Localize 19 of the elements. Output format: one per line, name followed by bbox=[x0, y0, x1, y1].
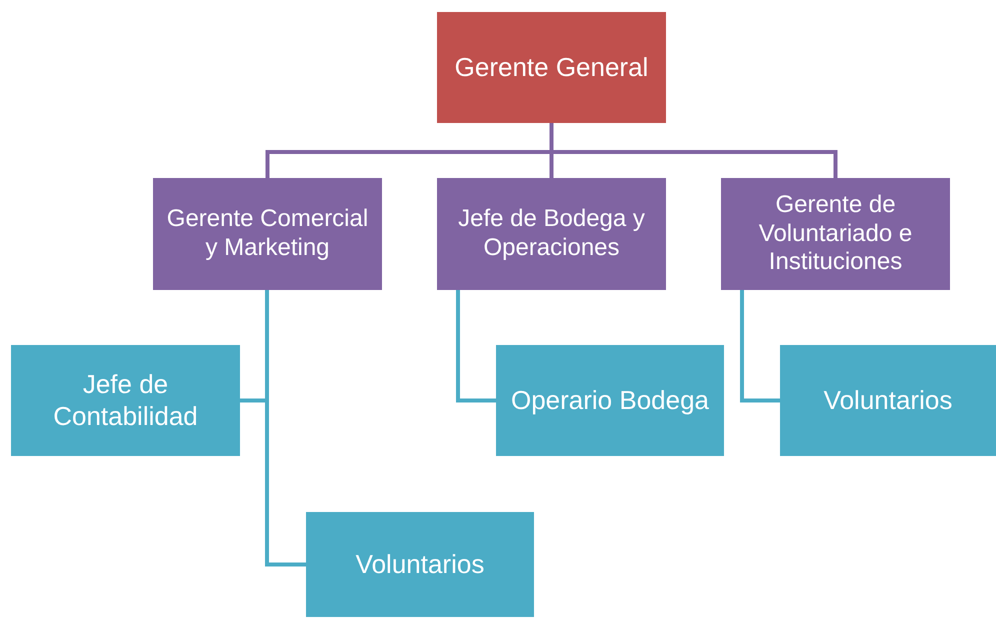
org-chart-box bbox=[780, 345, 996, 456]
connector-line bbox=[456, 290, 496, 402]
position-title: Jefe de Bodega y Operaciones bbox=[457, 205, 646, 263]
org-chart-box bbox=[437, 12, 666, 123]
org-chart-box bbox=[721, 178, 950, 290]
position-title: Operario Bodega bbox=[510, 384, 710, 416]
position-title: Voluntarios bbox=[824, 384, 952, 416]
org-chart-box bbox=[306, 512, 534, 617]
connector-line bbox=[550, 123, 838, 178]
position-title: Jefe de Contabilidad bbox=[52, 369, 199, 432]
org-chart-box bbox=[437, 178, 666, 290]
connector-line bbox=[740, 290, 780, 402]
org-chart-box bbox=[11, 345, 240, 456]
position-title: Gerente General bbox=[454, 52, 648, 84]
position-title: Gerente de Voluntariado e Instituciones bbox=[758, 190, 914, 278]
org-chart-box bbox=[153, 178, 382, 290]
org-chart-box bbox=[496, 345, 724, 456]
position-title: Voluntarios bbox=[356, 548, 484, 580]
position-title: Gerente Comercial y Marketing bbox=[166, 205, 370, 263]
